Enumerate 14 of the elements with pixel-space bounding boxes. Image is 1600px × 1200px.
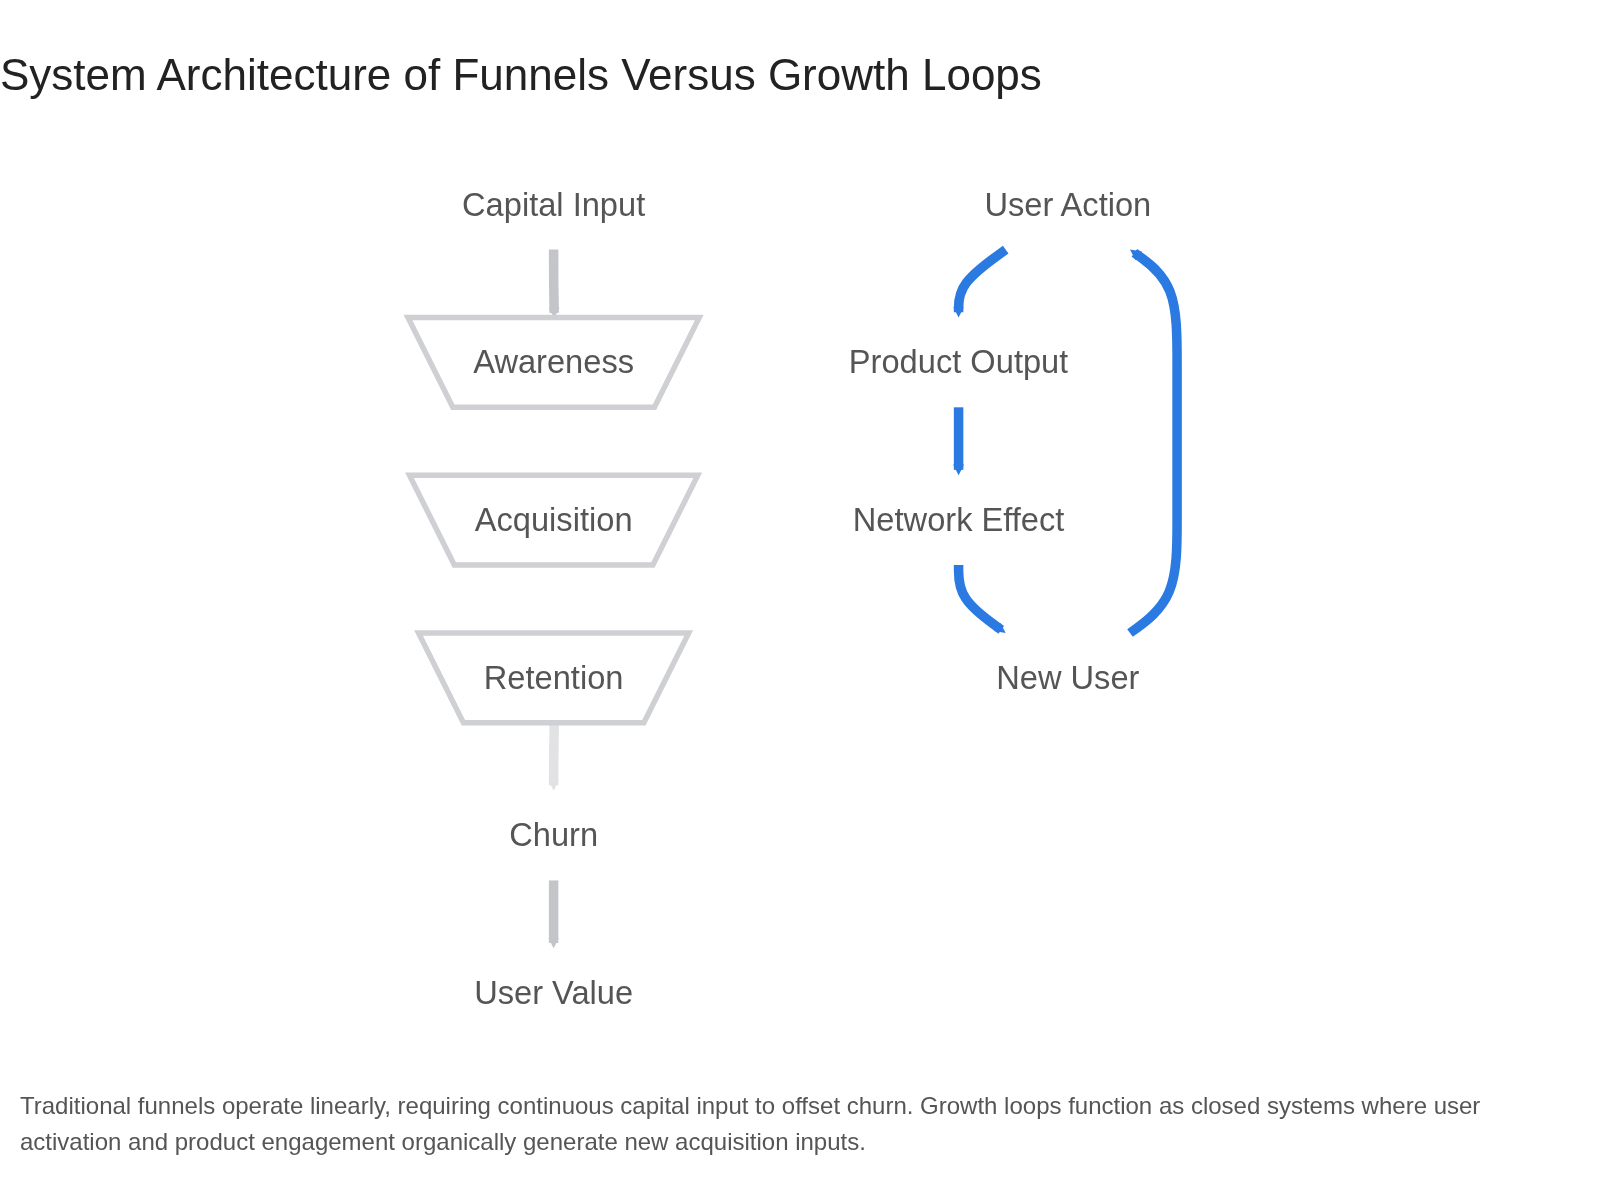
node-text: User Value: [474, 974, 634, 1011]
node-text: Capital Input: [462, 185, 646, 223]
node-text: Network Effect: [852, 501, 1065, 538]
node-text: User Action: [984, 185, 1152, 223]
diagram-title: System Architecture of Funnels Versus Growth Loops: [0, 50, 1043, 100]
arrow: [1127, 248, 1182, 637]
arrow: [953, 565, 1006, 634]
node-text: Churn: [509, 816, 599, 854]
node-text: Product Output: [848, 343, 1069, 381]
node-text: New User: [996, 658, 1140, 696]
arrow: [953, 245, 1009, 318]
arrow: [548, 880, 560, 949]
arrow: [953, 407, 964, 476]
caption: Traditional funnels operate linearly, requiring continuous capital input to offset churn. Growth loops function as closed systems where user activation and product engagement organically generate new acquisition inputs.: [20, 1091, 1482, 1157]
